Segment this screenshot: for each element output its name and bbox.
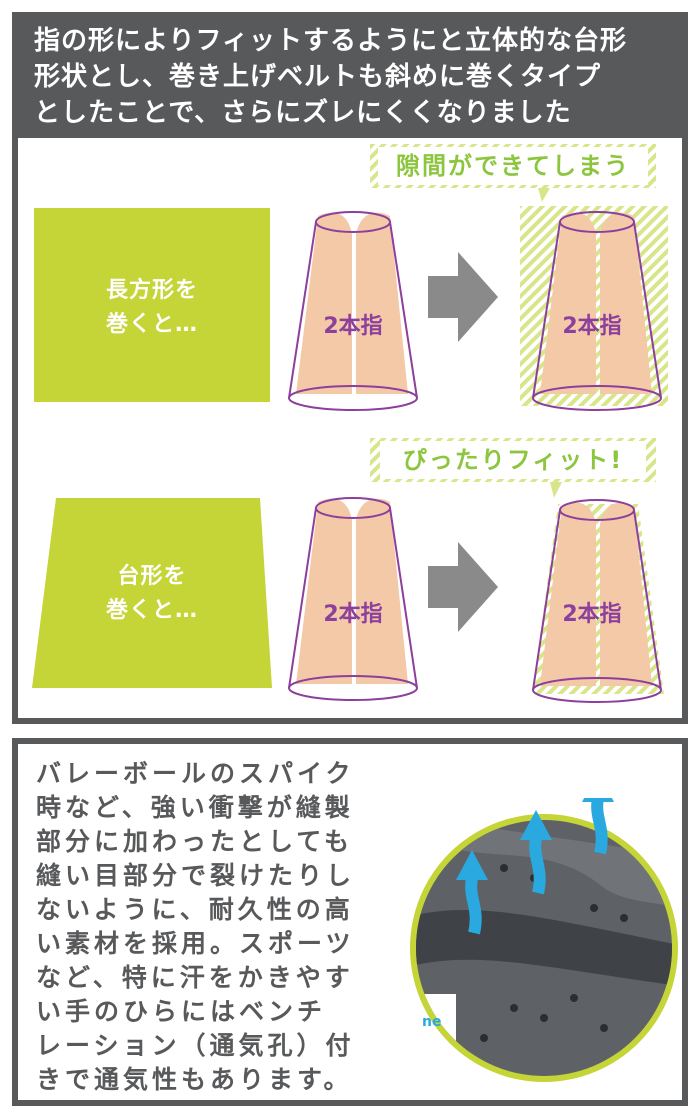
callout-fit: ぴったりフィット! (380, 441, 646, 479)
trapezoid-shape (32, 498, 272, 688)
fingers-rectangle-after (520, 206, 668, 411)
desc-line-3: 部分に加わったとしても (36, 827, 354, 856)
photo-tag-text: ne (422, 1014, 442, 1030)
trapezoid-label-line-1: 台形を (117, 564, 187, 589)
finger-label-2b: 2本指 (562, 602, 622, 627)
fingers-trapezoid-after (532, 499, 664, 703)
desc-line-10: きで通気性もあります。 (36, 1065, 353, 1094)
desc-line-4: 縫い目部分で裂けたりし (36, 861, 356, 890)
desc-line-5: ないように、耐久性の高 (36, 895, 354, 924)
desc-line-7: など、特に汗をかきやす (36, 963, 354, 992)
desc-line-6: い素材を採用。スポーツ (36, 929, 355, 958)
fingers-rectangle-before (288, 211, 418, 411)
ventilation-photo (410, 798, 678, 1082)
durability-panel: バレーボールのスパイク 時など、強い衝撃が縫製 部分に加わったとしても 縫い目部… (12, 738, 688, 1106)
callout-gap: 隙間ができてしまう (378, 147, 648, 185)
finger-label-1b: 2本指 (562, 314, 622, 339)
callout-gap-text: 隙間ができてしまう (396, 152, 630, 180)
rectangle-label: 長方形を 巻くと… (34, 274, 270, 342)
comparison-area: 長方形を 巻くと… 台形を 巻くと… 2本指 (18, 138, 682, 718)
finger-label-1a: 2本指 (323, 314, 383, 339)
rectangle-label-line-2: 巻くと… (105, 312, 198, 337)
rectangle-label-line-1: 長方形を (105, 278, 198, 303)
finger-label-2a: 2本指 (323, 602, 383, 627)
right-arrow-icon-2 (428, 542, 498, 632)
durability-content: バレーボールのスパイク 時など、強い衝撃が縫製 部分に加わったとしても 縫い目部… (18, 744, 682, 1100)
trapezoid-label-line-2: 巻くと… (105, 598, 198, 623)
rectangle-shape (34, 208, 270, 402)
fingers-trapezoid-before (288, 497, 418, 701)
right-arrow-icon (428, 252, 498, 342)
header-line-3: としたことで、さらにズレにくくなりました (34, 98, 572, 128)
desc-line-1: バレーボールのスパイク (36, 759, 355, 788)
header-line-2: 形状とし、巻き上げベルトも斜めに巻くタイプ (34, 62, 602, 92)
desc-line-9: レーション（通気孔）付 (36, 1031, 355, 1060)
trapezoid-label: 台形を 巻くと… (34, 560, 270, 628)
desc-line-2: 時など、強い衝撃が縫製 (36, 793, 354, 822)
callout-fit-text: ぴったりフィット! (402, 446, 624, 474)
desc-line-8: い手のひらにはベンチ (36, 997, 327, 1026)
fit-comparison-panel: 指の形によりフィットするようにと立体的な台形 形状とし、巻き上げベルトも斜めに巻… (12, 12, 688, 724)
header-line-1: 指の形によりフィットするようにと立体的な台形 (34, 26, 627, 56)
